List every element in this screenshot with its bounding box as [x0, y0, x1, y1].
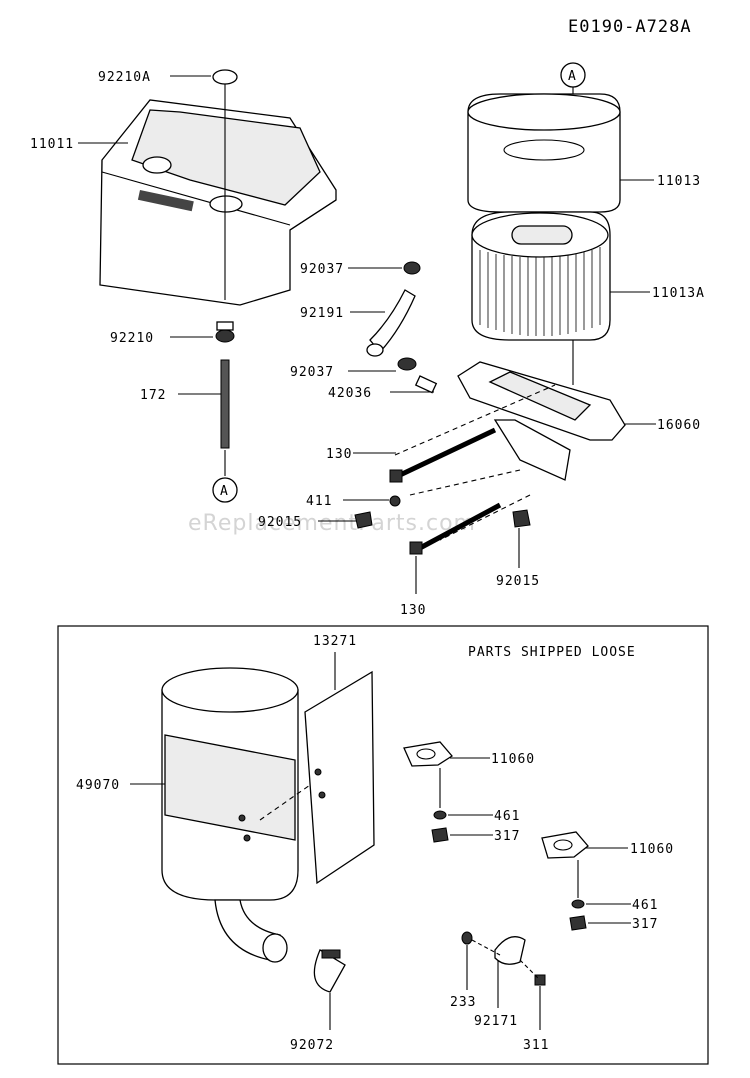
label-92191: 92191 — [300, 306, 344, 321]
label-11060-left: 11060 — [491, 752, 535, 767]
label-92072: 92072 — [290, 1038, 334, 1053]
watermark: eReplacementParts.com — [188, 511, 476, 536]
label-233: 233 — [450, 995, 476, 1010]
wing-nut-drawing — [215, 321, 235, 343]
gasket-left-drawing — [403, 741, 453, 767]
gasket-right-drawing — [541, 831, 589, 859]
breather-hose-drawing — [366, 261, 438, 394]
air-cleaner-cover-drawing — [99, 69, 337, 306]
callout-a-top-text: A — [568, 69, 577, 84]
label-92210: 92210 — [110, 331, 154, 346]
label-11013: 11013 — [657, 174, 701, 189]
diagram-code: E0190-A728A — [568, 17, 692, 37]
box-title: PARTS SHIPPED LOOSE — [468, 645, 636, 660]
label-461-right: 461 — [632, 898, 658, 913]
stud-drawing — [220, 359, 230, 449]
label-49070: 49070 — [76, 778, 120, 793]
muffler-clamp-drawing — [313, 949, 346, 993]
heat-shield-drawing — [304, 670, 375, 885]
parts-shipped-loose-box — [57, 625, 709, 1065]
air-filter-drawing — [471, 211, 611, 341]
label-130-top: 130 — [326, 447, 352, 462]
washer-left-drawing — [433, 810, 447, 820]
label-11011: 11011 — [30, 137, 74, 152]
washer-right-drawing — [571, 899, 585, 909]
label-461-left: 461 — [494, 809, 520, 824]
label-411: 411 — [306, 494, 332, 509]
label-42036: 42036 — [328, 386, 372, 401]
label-92015-left: 92015 — [258, 515, 302, 530]
muffler-drawing — [161, 667, 299, 963]
spark-arrester-parts-drawing — [461, 931, 546, 986]
nut-right-drawing — [569, 915, 587, 931]
label-311: 311 — [523, 1038, 549, 1053]
callout-a-bottom-text: A — [220, 484, 229, 499]
label-92037-top: 92037 — [300, 262, 344, 277]
label-11060-right: 11060 — [630, 842, 674, 857]
label-172: 172 — [140, 388, 166, 403]
label-11013A: 11013A — [652, 286, 705, 301]
label-92015-right: 92015 — [496, 574, 540, 589]
label-13271: 13271 — [313, 634, 357, 649]
label-16060: 16060 — [657, 418, 701, 433]
bolts-drawing — [354, 427, 531, 555]
label-130-bottom: 130 — [400, 603, 426, 618]
pre-cleaner-drawing — [467, 93, 621, 213]
nut-left-drawing — [431, 827, 449, 843]
label-92037-bottom: 92037 — [290, 365, 334, 380]
label-317-right: 317 — [632, 917, 658, 932]
callout-a-bottom — [212, 477, 238, 503]
label-317-left: 317 — [494, 829, 520, 844]
label-92171: 92171 — [474, 1014, 518, 1029]
air-cleaner-base-drawing — [457, 361, 626, 481]
label-92210A: 92210A — [98, 70, 151, 85]
